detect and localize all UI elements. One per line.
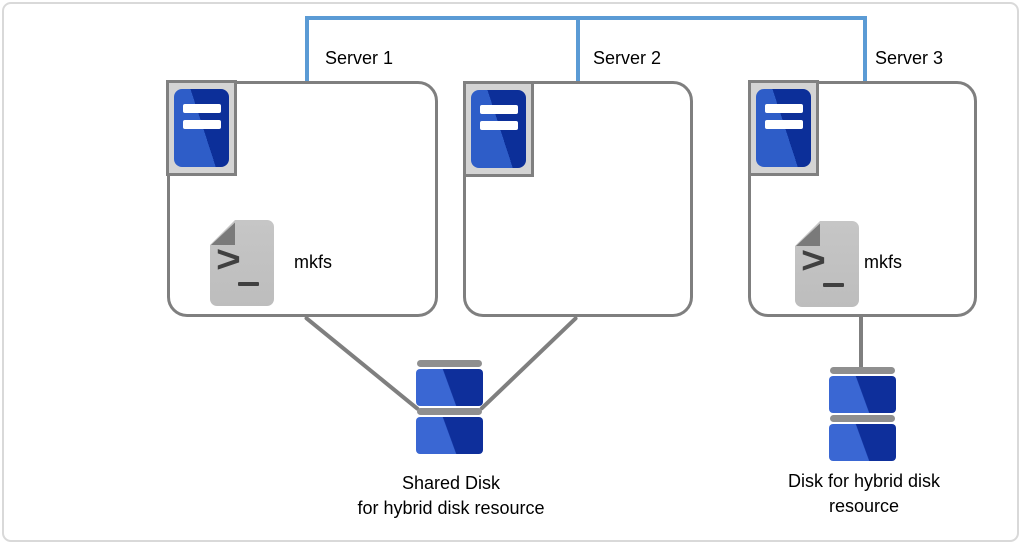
server-icon-slot	[765, 104, 803, 113]
network-drop-server-3	[863, 16, 867, 82]
server-1-script-label: mkfs	[294, 252, 332, 272]
hybrid-disk-label: Disk for hybrid disk resource	[744, 469, 984, 519]
prompt-glyph: >	[801, 240, 826, 282]
disk-platter	[829, 424, 896, 461]
disk-stack-icon	[416, 360, 483, 454]
server-icon-slot	[183, 120, 221, 129]
server-icon	[463, 81, 534, 177]
disk-platter	[829, 376, 896, 413]
disk-cap	[417, 408, 482, 415]
shared-disk-label-line1: Shared Disk	[401, 473, 501, 493]
disk-cap	[417, 360, 482, 367]
server-icon-slot	[765, 120, 803, 129]
disk-cap	[830, 367, 895, 374]
line-server-2-to-shared-disk	[478, 315, 579, 412]
server-2-label: Server 2	[593, 48, 662, 68]
line-server-1-to-shared-disk	[303, 315, 421, 412]
cursor-underscore	[238, 282, 259, 286]
disk-platter	[416, 369, 483, 406]
server-3-script-label: mkfs	[864, 252, 902, 272]
server-icon-face	[471, 90, 526, 168]
server-3-label: Server 3	[875, 48, 944, 68]
shared-disk-label-line2: for hybrid disk resource	[357, 498, 545, 518]
disk-stack-icon	[829, 367, 896, 461]
cursor-underscore	[823, 283, 844, 287]
server-icon	[166, 80, 237, 176]
shared-disk-label: Shared Disk for hybrid disk resource	[316, 471, 586, 521]
hybrid-disk-label-line2: resource	[828, 496, 900, 516]
disk-cap	[830, 415, 895, 422]
server-icon-slot	[480, 105, 518, 114]
prompt-glyph: >	[216, 239, 241, 281]
server-icon	[748, 80, 819, 176]
disk-platter	[416, 417, 483, 454]
line-server-3-to-hybrid-disk	[859, 314, 863, 370]
network-connector-line	[305, 16, 867, 20]
network-drop-server-2	[576, 16, 580, 82]
network-drop-server-1	[305, 16, 309, 82]
server-icon-slot	[183, 104, 221, 113]
server-icon-face	[756, 89, 811, 167]
server-icon-face	[174, 89, 229, 167]
server-1-label: Server 1	[325, 48, 394, 68]
hybrid-disk-label-line1: Disk for hybrid disk	[787, 471, 941, 491]
server-icon-slot	[480, 121, 518, 130]
